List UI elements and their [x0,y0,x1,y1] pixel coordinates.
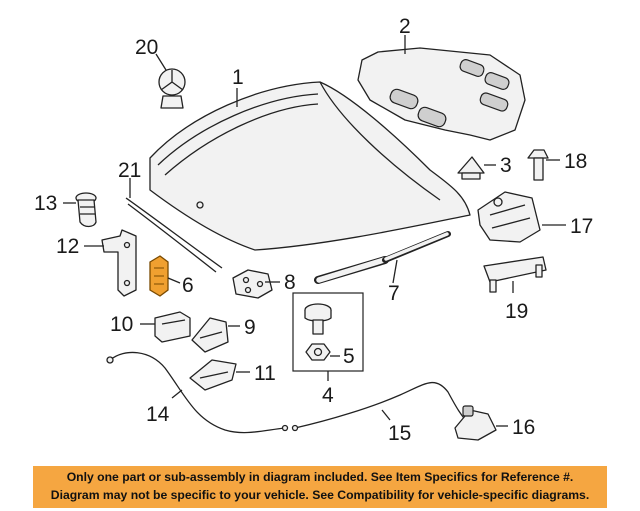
callout-6: 6 [182,274,194,297]
part-6-highlighted [149,255,169,297]
part-4-assembly-box [292,292,364,372]
leader-6 [167,277,181,284]
callout-12: 12 [56,235,79,258]
part-21-seal [125,197,223,273]
part-11-handle [189,359,237,391]
callout-8: 8 [284,271,296,294]
callout-20: 20 [135,36,158,59]
part-9-holder [191,317,229,353]
part-18-bolt [527,149,549,181]
callout-14: 14 [146,403,170,426]
part-14-cable [106,351,289,434]
part-12-bracket [101,229,137,297]
callout-21: 21 [118,159,141,182]
callout-3: 3 [500,154,512,177]
callout-10: 10 [110,313,133,336]
callout-9: 9 [244,316,256,339]
callout-4: 4 [322,384,334,407]
part-16-lever [454,405,497,441]
callout-15: 15 [388,422,411,445]
callout-2: 2 [399,15,411,38]
leader-7 [392,259,398,284]
part-3-clip [457,156,485,180]
part-8-plate [232,269,273,299]
part-2-insulator [357,47,526,141]
callout-13: 13 [34,192,57,215]
callout-1: 1 [232,66,244,89]
callout-19: 19 [505,300,528,323]
part-10-guide [154,311,191,343]
part-19-bracket [483,256,547,293]
callout-7: 7 [388,282,400,305]
part-15-cable [291,381,471,432]
disclaimer-line-1: Only one part or sub-assembly in diagram… [66,470,574,484]
part-20-emblem [155,53,186,109]
callout-16: 16 [512,416,535,439]
part-5-nut [305,343,331,361]
leader-14 [171,389,183,399]
part-1-hood [149,81,471,251]
parts-diagram: 20 1 2 3 18 17 [34,15,593,445]
callout-11: 11 [254,362,276,385]
part-7-strut [314,231,451,284]
part-17-latch [477,191,541,243]
leader-15 [381,409,391,421]
callout-17: 17 [570,215,593,238]
part-13-buffer [75,192,97,228]
disclaimer-banner: Only one part or sub-assembly in diagram… [33,466,607,508]
callout-18: 18 [564,150,587,173]
disclaimer-line-2: Diagram may not be specific to your vehi… [50,487,590,502]
callout-5: 5 [343,345,355,368]
